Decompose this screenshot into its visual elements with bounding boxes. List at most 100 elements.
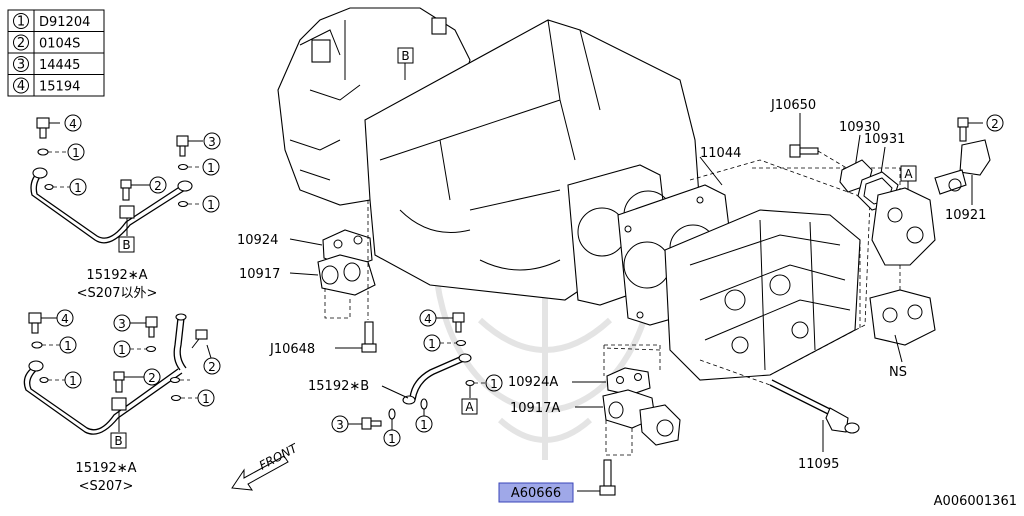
- callout-4[interactable]: [64, 114, 82, 132]
- front-arrow-icon: [231, 455, 289, 491]
- legend-table: 1 D91204 2 0104S 3 14445 4 15194: [7, 9, 105, 97]
- callout-1[interactable]: [69, 178, 87, 196]
- svg-text:4: 4: [69, 117, 77, 131]
- legend-num-3: 3: [17, 58, 25, 73]
- svg-text:1: 1: [118, 343, 126, 357]
- bolt-icon: [28, 312, 42, 324]
- legend-num-4: 4: [17, 79, 25, 94]
- svg-text:2: 2: [154, 179, 162, 193]
- label-j10648[interactable]: J10648: [269, 342, 315, 357]
- svg-text:4: 4: [61, 312, 69, 326]
- label-10921[interactable]: 10921: [945, 208, 986, 223]
- svg-text:1: 1: [207, 198, 215, 212]
- svg-text:2: 2: [208, 360, 216, 374]
- ref-box-b[interactable]: [110, 432, 127, 449]
- ref-box-a[interactable]: [461, 398, 478, 415]
- callout-2[interactable]: [203, 357, 221, 375]
- callout-1[interactable]: [485, 374, 503, 392]
- label-a60666[interactable]: A60666: [511, 486, 561, 501]
- callout-1[interactable]: [415, 415, 433, 433]
- oil-pipe-a-group-top: 4 1 1 2 B 3 1 1: [30, 114, 221, 301]
- label-15192a-top[interactable]: 15192∗A: [86, 268, 147, 283]
- callout-3[interactable]: [203, 132, 221, 150]
- svg-text:1: 1: [74, 181, 82, 195]
- callout-1[interactable]: [202, 158, 220, 176]
- oil-control-valve-right: 10924A 10917A A60666: [498, 344, 681, 503]
- label-15192b[interactable]: 15192∗B: [308, 379, 369, 394]
- oil-control-solenoid: [959, 139, 991, 176]
- callout-4[interactable]: [419, 309, 437, 327]
- callout-1[interactable]: [59, 336, 77, 354]
- callout-2[interactable]: [149, 176, 167, 194]
- svg-text:1: 1: [420, 418, 428, 432]
- label-10917[interactable]: 10917: [239, 267, 280, 282]
- legend-code-3: 14445: [39, 58, 80, 73]
- svg-text:3: 3: [336, 418, 344, 432]
- bolt-icon: [36, 117, 50, 129]
- svg-text:1: 1: [490, 377, 498, 391]
- label-10930[interactable]: 10930: [839, 120, 880, 135]
- bolt-icon: [145, 316, 158, 328]
- cam-sensor-group: J10650 10930 10931 A NS 2 10921: [770, 98, 1004, 380]
- bracket-icon: [111, 397, 127, 411]
- svg-text:1: 1: [72, 146, 80, 160]
- svg-text:1: 1: [428, 337, 436, 351]
- svg-text:3: 3: [118, 317, 126, 331]
- label-10917a[interactable]: 10917A: [510, 401, 560, 416]
- oil-pipe-bottom: [23, 364, 183, 435]
- callout-2[interactable]: [986, 114, 1004, 132]
- callout-1[interactable]: [67, 143, 85, 161]
- legend-num-1: 1: [17, 15, 25, 30]
- label-10931[interactable]: 10931: [864, 132, 905, 147]
- svg-text:B: B: [122, 238, 130, 252]
- callout-1[interactable]: [383, 429, 401, 447]
- washer-icon: [37, 148, 49, 156]
- svg-text:2: 2: [148, 371, 156, 385]
- svg-text:B: B: [114, 434, 122, 448]
- label-10924[interactable]: 10924: [237, 233, 278, 248]
- svg-text:4: 4: [424, 312, 432, 326]
- bolt-icon: [957, 117, 969, 128]
- bolt-icon: [825, 407, 849, 433]
- oil-pipe-a-group-bottom: 4 1 1 2 B 3 1: [23, 309, 221, 494]
- label-11095[interactable]: 11095: [798, 457, 839, 472]
- bolt-icon: [113, 371, 125, 381]
- svg-text:1: 1: [207, 161, 215, 175]
- svg-text:1: 1: [64, 339, 72, 353]
- svg-text:1: 1: [69, 374, 77, 388]
- bolt-icon: [789, 144, 801, 158]
- legend-code-2: 0104S: [39, 37, 80, 52]
- svg-text:B: B: [401, 49, 409, 63]
- oil-pipe-b-group: 4 1 15192∗B 1 A 3 1 1: [308, 309, 503, 447]
- legend-code-1: D91204: [39, 15, 90, 30]
- callout-1[interactable]: [423, 334, 441, 352]
- legend-code-4: 15194: [39, 80, 80, 95]
- front-label: FRONT: [257, 440, 301, 472]
- label-ns[interactable]: NS: [889, 365, 907, 380]
- callout-4[interactable]: [56, 309, 74, 327]
- oil-pipe-top: [30, 169, 186, 244]
- svg-text:A: A: [904, 167, 913, 181]
- bolt-icon: [452, 312, 465, 323]
- callout-1[interactable]: [202, 195, 220, 213]
- head-bolt-group: 11095: [699, 359, 860, 472]
- bolt-icon: [176, 135, 189, 147]
- svg-text:2: 2: [991, 117, 999, 131]
- bracket-icon: [119, 205, 135, 219]
- callout-2[interactable]: [143, 368, 161, 386]
- label-j10650[interactable]: J10650: [770, 98, 816, 113]
- svg-text:3: 3: [208, 135, 216, 149]
- a60666-highlight[interactable]: [498, 482, 574, 503]
- bolt-icon: [364, 321, 374, 345]
- label-10924a[interactable]: 10924A: [508, 375, 558, 390]
- label-s207-excluded: <S207以外>: [77, 286, 158, 301]
- ref-box-b[interactable]: [118, 236, 135, 253]
- callout-1[interactable]: [64, 371, 82, 389]
- label-11044[interactable]: 11044: [700, 146, 741, 161]
- callout-1[interactable]: [197, 389, 215, 407]
- legend-num-2: 2: [17, 36, 25, 51]
- diagram-reference-code: A006001361: [934, 494, 1017, 509]
- label-15192a-bottom[interactable]: 15192∗A: [75, 461, 136, 476]
- svg-text:A: A: [465, 400, 474, 414]
